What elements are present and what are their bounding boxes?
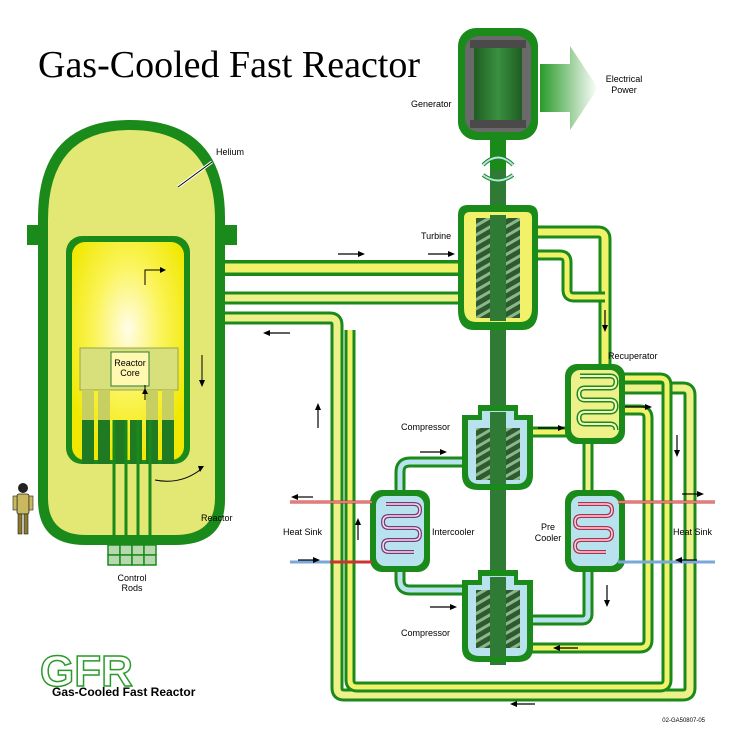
electrical-power-label-2: Power [611,85,637,95]
precooler [565,490,625,572]
control-rods [107,420,157,566]
recuperator-label: Recuperator [608,351,658,361]
heat-sink-right-label: Heat Sink [673,527,713,537]
piping [180,225,697,702]
person-scale-icon [12,483,34,535]
generator-label: Generator [411,99,452,109]
compressor-bottom-label: Compressor [401,628,450,638]
figure-code: 02-GA50807-05 [662,718,705,724]
helium-label: Helium [216,147,244,157]
heat-sink-lines [290,500,715,564]
gfr-logo: GFR Gas-Cooled Fast Reactor [39,646,196,699]
logo-abbrev: GFR [40,647,133,696]
page-title: Gas-Cooled Fast Reactor [38,44,420,86]
recuperator [565,364,625,444]
precooler-label-1: Pre [541,522,555,532]
compressor-bottom [462,570,533,662]
control-rods-label-2: Rods [121,583,143,593]
flow-arrows [263,251,704,707]
reactor-core-label-1: Reactor [114,358,146,368]
turbine [458,205,538,330]
heat-sink-left-label: Heat Sink [283,527,323,537]
compressor-top [462,405,533,490]
compressor-top-label: Compressor [401,422,450,432]
electrical-power-label-1: Electrical [606,74,643,84]
electrical-power-arrow-icon [540,46,598,130]
control-rods-label-1: Control [117,573,146,583]
turbine-label: Turbine [421,231,451,241]
intercooler-label: Intercooler [432,527,475,537]
logo-name: Gas-Cooled Fast Reactor [52,685,196,699]
reactor-core-label-2: Core [120,368,140,378]
precooler-label-2: Cooler [535,533,562,543]
generator [458,28,538,183]
reactor-label: Reactor [201,513,233,523]
reactor-vessel: Reactor Core [27,120,237,566]
intercooler [370,490,430,572]
reactor-core: Reactor Core [79,347,179,420]
